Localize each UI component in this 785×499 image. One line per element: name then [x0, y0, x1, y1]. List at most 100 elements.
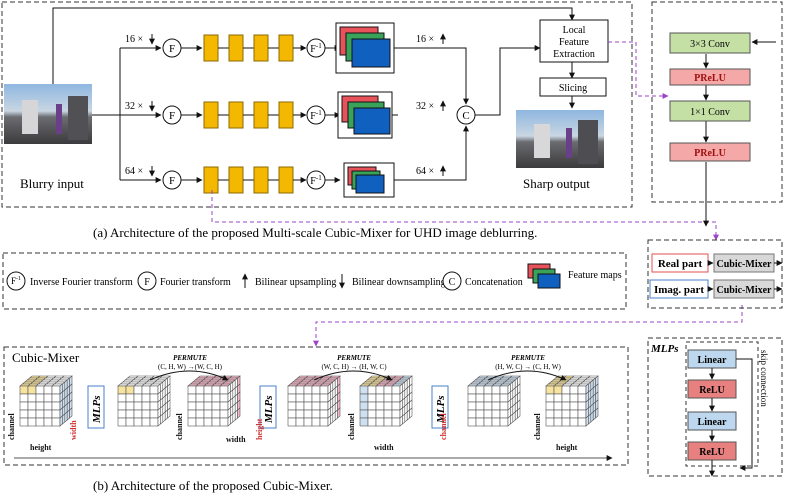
permute-dims: (C, H, W) →(W, C, H) — [158, 363, 223, 371]
blurry-input-label: Blurry input — [20, 176, 84, 191]
slicing-box: Slicing — [539, 77, 607, 97]
right-block-frame — [651, 1, 783, 203]
conv1x1-box: 1×1 Conv — [669, 100, 751, 122]
lfe-line-3: Extraction — [553, 49, 595, 60]
mlps-frame — [647, 337, 783, 477]
cube-2 — [117, 375, 171, 427]
legend-concat-text: Concatenation — [465, 277, 523, 288]
axis-label: channel — [347, 413, 356, 440]
cubic-mixer-label-1: Cubic-Mixer — [717, 259, 773, 270]
relu-box-2: ReLU — [687, 441, 737, 461]
branch-3: 64 × F F-1 64 × — [125, 162, 446, 198]
imag-part-label: Imag. part — [654, 284, 704, 296]
mlps-label: MLPs — [263, 396, 275, 425]
local-feature-extraction-box: Local Feature Extraction — [539, 19, 609, 63]
right-block-arrows — [703, 39, 776, 227]
cube-4 — [287, 375, 341, 427]
legend-ifft: F-1 Inverse Fourier transform — [6, 271, 133, 291]
upscale-label: 32 × — [416, 101, 434, 112]
ifft-symbol: F-1 — [310, 174, 322, 187]
legend-downsampling: Bilinear downsampling — [339, 274, 446, 289]
legend-concat: C Concatenation — [442, 271, 523, 291]
concat-symbol: C — [462, 110, 469, 122]
cubic-mixer-title: Cubic-Mixer — [12, 350, 80, 365]
legend-fft-symbol: F — [144, 277, 150, 288]
fft-symbol: F — [169, 43, 175, 55]
mixer-block — [228, 34, 244, 62]
mixer-block — [278, 101, 294, 129]
concat-node: C — [456, 105, 476, 125]
conv3x3-label: 3×3 Conv — [690, 39, 730, 50]
permute-dims: (W, C, H) → (H, W, C) — [321, 363, 387, 371]
fft-symbol: F — [169, 175, 175, 187]
blurry-input-image — [4, 84, 92, 144]
mlps-box-3: MLPs — [431, 385, 449, 429]
mixer-block — [253, 34, 269, 62]
mlp-arrows — [709, 358, 753, 477]
axis-label: height — [556, 443, 578, 452]
linear-label-2: Linear — [698, 417, 727, 428]
permute-label-1: PERMUTE(C, H, W) →(W, C, H) — [149, 354, 229, 381]
downscale-label: 64 × — [125, 166, 143, 177]
axis-label: channel — [533, 413, 542, 440]
permute-label-2: PERMUTE(W, C, H) → (H, W, C) — [313, 354, 393, 381]
axis-label: width — [69, 420, 78, 440]
upscale-label: 64 × — [416, 166, 434, 177]
permute-label-3: PERMUTE(H, W, C) → (C, H, W) — [487, 354, 567, 381]
mixer-block — [228, 166, 244, 194]
skip-connection-label: skip connection — [759, 350, 769, 407]
cubic-mixer-label-2: Cubic-Mixer — [717, 285, 773, 296]
legend-concat-symbol: C — [449, 277, 456, 288]
mixer-block — [203, 34, 219, 62]
axis-label: width — [374, 443, 394, 452]
mlps-label: MLPs — [91, 396, 103, 425]
permute-word: PERMUTE — [337, 354, 371, 362]
prelu-label-2: PReLU — [694, 148, 726, 159]
lfe-line-1: Local — [563, 25, 586, 36]
permute-word: PERMUTE — [511, 354, 545, 362]
permute-arrow — [149, 370, 229, 381]
real-part-box: Real part — [651, 253, 709, 273]
mlps-inner-frame — [685, 341, 759, 467]
cubic-mixer-box-2: Cubic-Mixer — [713, 279, 775, 299]
feature-map-blue — [351, 38, 391, 68]
purple-links — [211, 41, 743, 347]
panel-a-frame — [1, 1, 633, 208]
legend-down-text: Bilinear downsampling — [352, 277, 446, 288]
linear-box-2: Linear — [687, 411, 737, 431]
cubic-mixer-frame — [3, 346, 629, 466]
mlps-box-1: MLPs — [87, 385, 105, 429]
conv1x1-label: 1×1 Conv — [690, 107, 730, 118]
mixer-block — [228, 101, 244, 129]
upscale-label: 16 × — [416, 34, 434, 45]
cube-6 — [467, 375, 521, 427]
mlps-label: MLPs — [435, 396, 447, 425]
fft-symbol: F — [169, 110, 175, 122]
downscale-label: 32 × — [125, 101, 143, 112]
permute-word: PERMUTE — [173, 354, 207, 362]
mlps-title: MLPs — [650, 343, 679, 355]
legend-frame — [2, 252, 627, 310]
lfe-line-2: Feature — [559, 37, 590, 48]
axis-label: channel — [175, 413, 184, 440]
real-imag-arrows — [707, 260, 783, 292]
cube-1 — [19, 375, 73, 427]
cube-3 — [187, 375, 241, 427]
mlps-box-2: MLPs — [259, 385, 277, 429]
sharp-output-image — [516, 110, 604, 168]
linear-label-1: Linear — [698, 355, 727, 366]
caption-b: (b) Architecture of the proposed Cubic-M… — [93, 478, 333, 493]
slicing-label: Slicing — [559, 83, 587, 94]
mixer-block — [278, 166, 294, 194]
legend-upsampling: Bilinear upsampling — [242, 273, 336, 288]
prelu-label-1: PReLU — [694, 73, 726, 84]
legend-ifft-symbol: F-1 — [11, 276, 21, 286]
permute-arrow — [487, 370, 567, 381]
mixer-block — [253, 166, 269, 194]
legend-feature-text: Feature maps — [568, 270, 622, 281]
